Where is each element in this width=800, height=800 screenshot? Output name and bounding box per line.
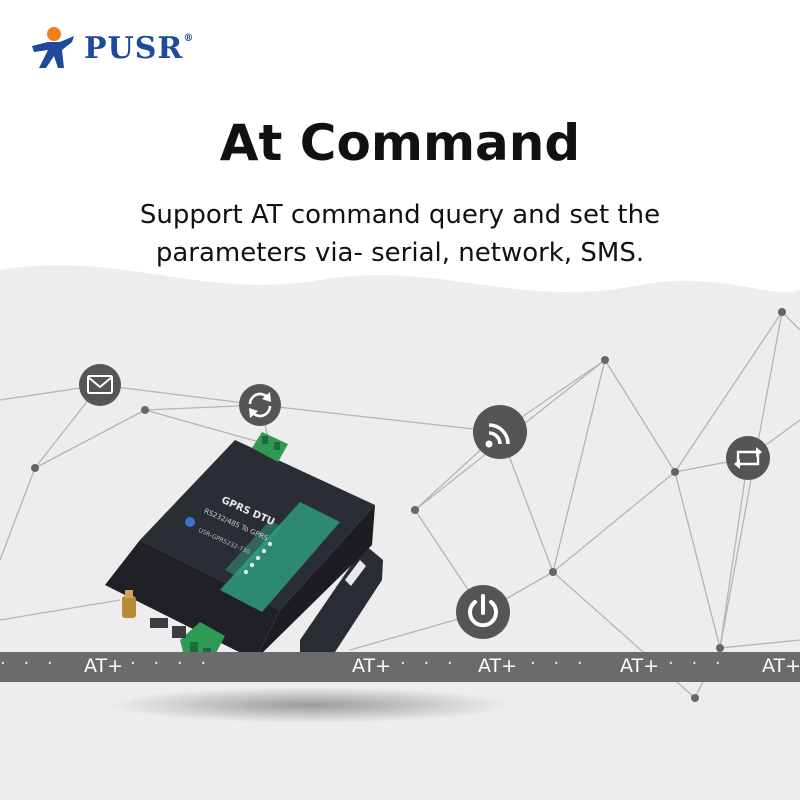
device-shadow xyxy=(110,687,510,723)
envelope-icon xyxy=(79,364,121,406)
subtitle-line-2: parameters via- serial, network, SMS. xyxy=(155,238,645,268)
strip-dots: · · · xyxy=(400,653,459,674)
strip-dots: · · · xyxy=(668,653,727,674)
strip-dots: · · · xyxy=(0,653,59,674)
pusr-figure-icon xyxy=(32,27,74,68)
at-label: AT+ xyxy=(352,655,392,677)
at-command-strip: · · · AT+ · · · · AT+ · · · AT+ · · · AT… xyxy=(0,652,800,682)
repeat-icon xyxy=(726,436,770,480)
at-label: AT+ xyxy=(620,655,660,677)
gprs-dtu-device xyxy=(105,432,383,672)
subtitle: Support AT command query and set the par… xyxy=(0,196,800,272)
subtitle-line-1: Support AT command query and set the xyxy=(139,200,661,230)
brand-name: PUSR® xyxy=(84,30,195,66)
wifi-signal-icon xyxy=(473,405,527,459)
brand-logo: PUSR® xyxy=(28,24,194,72)
headline: At Command xyxy=(219,114,581,172)
power-icon xyxy=(456,585,510,639)
at-label: AT+ xyxy=(762,655,800,677)
at-label: AT+ xyxy=(84,655,124,677)
strip-dots: · · · · xyxy=(130,653,213,674)
strip-dots: · · · xyxy=(530,653,589,674)
at-label: AT+ xyxy=(478,655,518,677)
sync-icon xyxy=(239,384,281,426)
